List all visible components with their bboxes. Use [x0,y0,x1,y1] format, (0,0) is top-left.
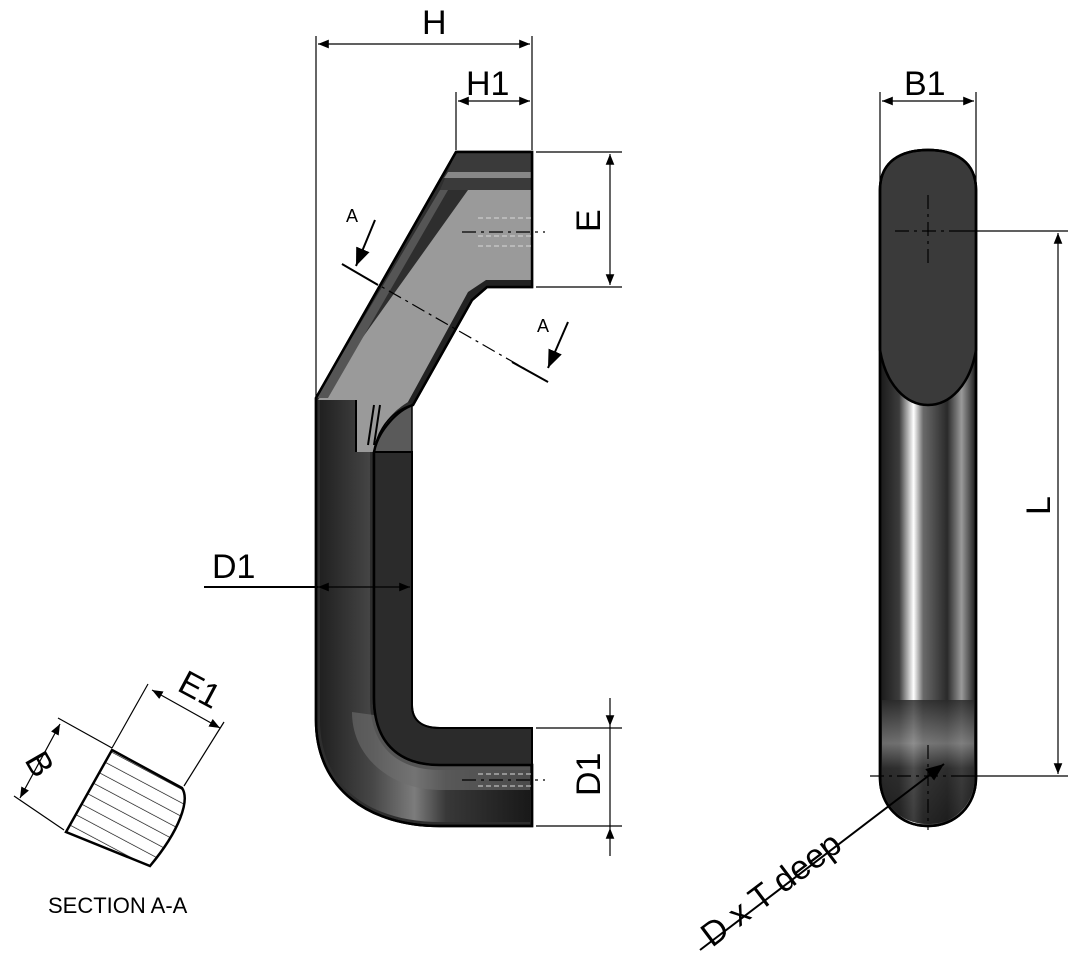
inner-tube [373,451,533,766]
label-hole: D x T deep [694,825,849,955]
label-b: B [17,745,61,784]
section-label-top: A [346,206,358,226]
label-l: L [1020,496,1058,515]
grip-top-highlight [444,172,532,178]
section-arrow-top [355,219,376,267]
label-e: E [570,209,608,232]
section-arrow-bottom [547,321,569,369]
hidden-hole-bottom [478,773,532,787]
grip-top-band [440,152,532,190]
label-e1: E1 [172,664,227,717]
grip-face-light [318,190,532,452]
dimension-d1-side: D1 [204,548,410,592]
hidden-hole-top [478,217,532,247]
section-line-end [341,263,379,286]
dimension-d1-bottom: D1 [536,698,622,856]
dimension-e: E [536,151,622,288]
handle-side-outline [314,150,534,828]
edge-line [373,404,381,446]
label-d1-bottom: D1 [570,753,608,796]
side-view: A A H H1 E D1 [204,4,622,856]
dimension-h: H [315,4,533,398]
edge-line [367,404,375,446]
section-line-end [511,361,549,383]
front-view: B1 L D x T deep [694,65,1068,954]
section-profile [64,748,186,868]
label-h: H [422,4,447,42]
dimension-b1: B1 [879,65,977,185]
handle-front-outline [878,148,978,828]
leader-hole: D x T deep [694,763,945,955]
dimension-h1: H1 [455,65,530,150]
section-caption: SECTION A-A [48,893,188,918]
label-h1: H1 [466,65,509,103]
label-d1-side: D1 [212,548,255,586]
outer-edge-highlight [316,190,448,398]
label-b1: B1 [904,65,946,103]
dimension-l: L [962,230,1068,777]
section-label-bottom: A [537,316,549,336]
front-top-cap [878,148,978,407]
inner-outline [411,452,532,729]
section-view: B E1 SECTION A-A [13,664,227,918]
